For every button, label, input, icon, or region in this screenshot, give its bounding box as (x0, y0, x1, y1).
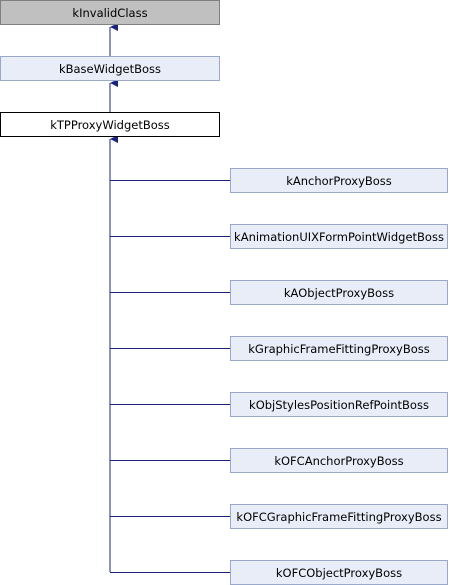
class-node-child[interactable]: kOFCAnchorProxyBoss (230, 448, 448, 473)
class-node-child[interactable]: kAnimationUIXFormPointWidgetBoss (230, 224, 448, 249)
class-node-child[interactable]: kAnchorProxyBoss (230, 168, 448, 193)
class-node-child[interactable]: kOFCObjectProxyBoss (230, 560, 448, 585)
class-node-kTPProxyWidgetBoss[interactable]: kTPProxyWidgetBoss (0, 112, 220, 137)
class-node-child[interactable]: kAObjectProxyBoss (230, 280, 448, 305)
class-node-kInvalidClass[interactable]: kInvalidClass (0, 0, 220, 25)
class-node-kBaseWidgetBoss[interactable]: kBaseWidgetBoss (0, 56, 220, 81)
class-node-child[interactable]: kGraphicFrameFittingProxyBoss (230, 336, 448, 361)
branch-edges (110, 180, 230, 573)
class-node-child[interactable]: kOFCGraphicFrameFittingProxyBoss (230, 504, 448, 529)
class-node-child[interactable]: kObjStylesPositionRefPointBoss (230, 392, 448, 417)
